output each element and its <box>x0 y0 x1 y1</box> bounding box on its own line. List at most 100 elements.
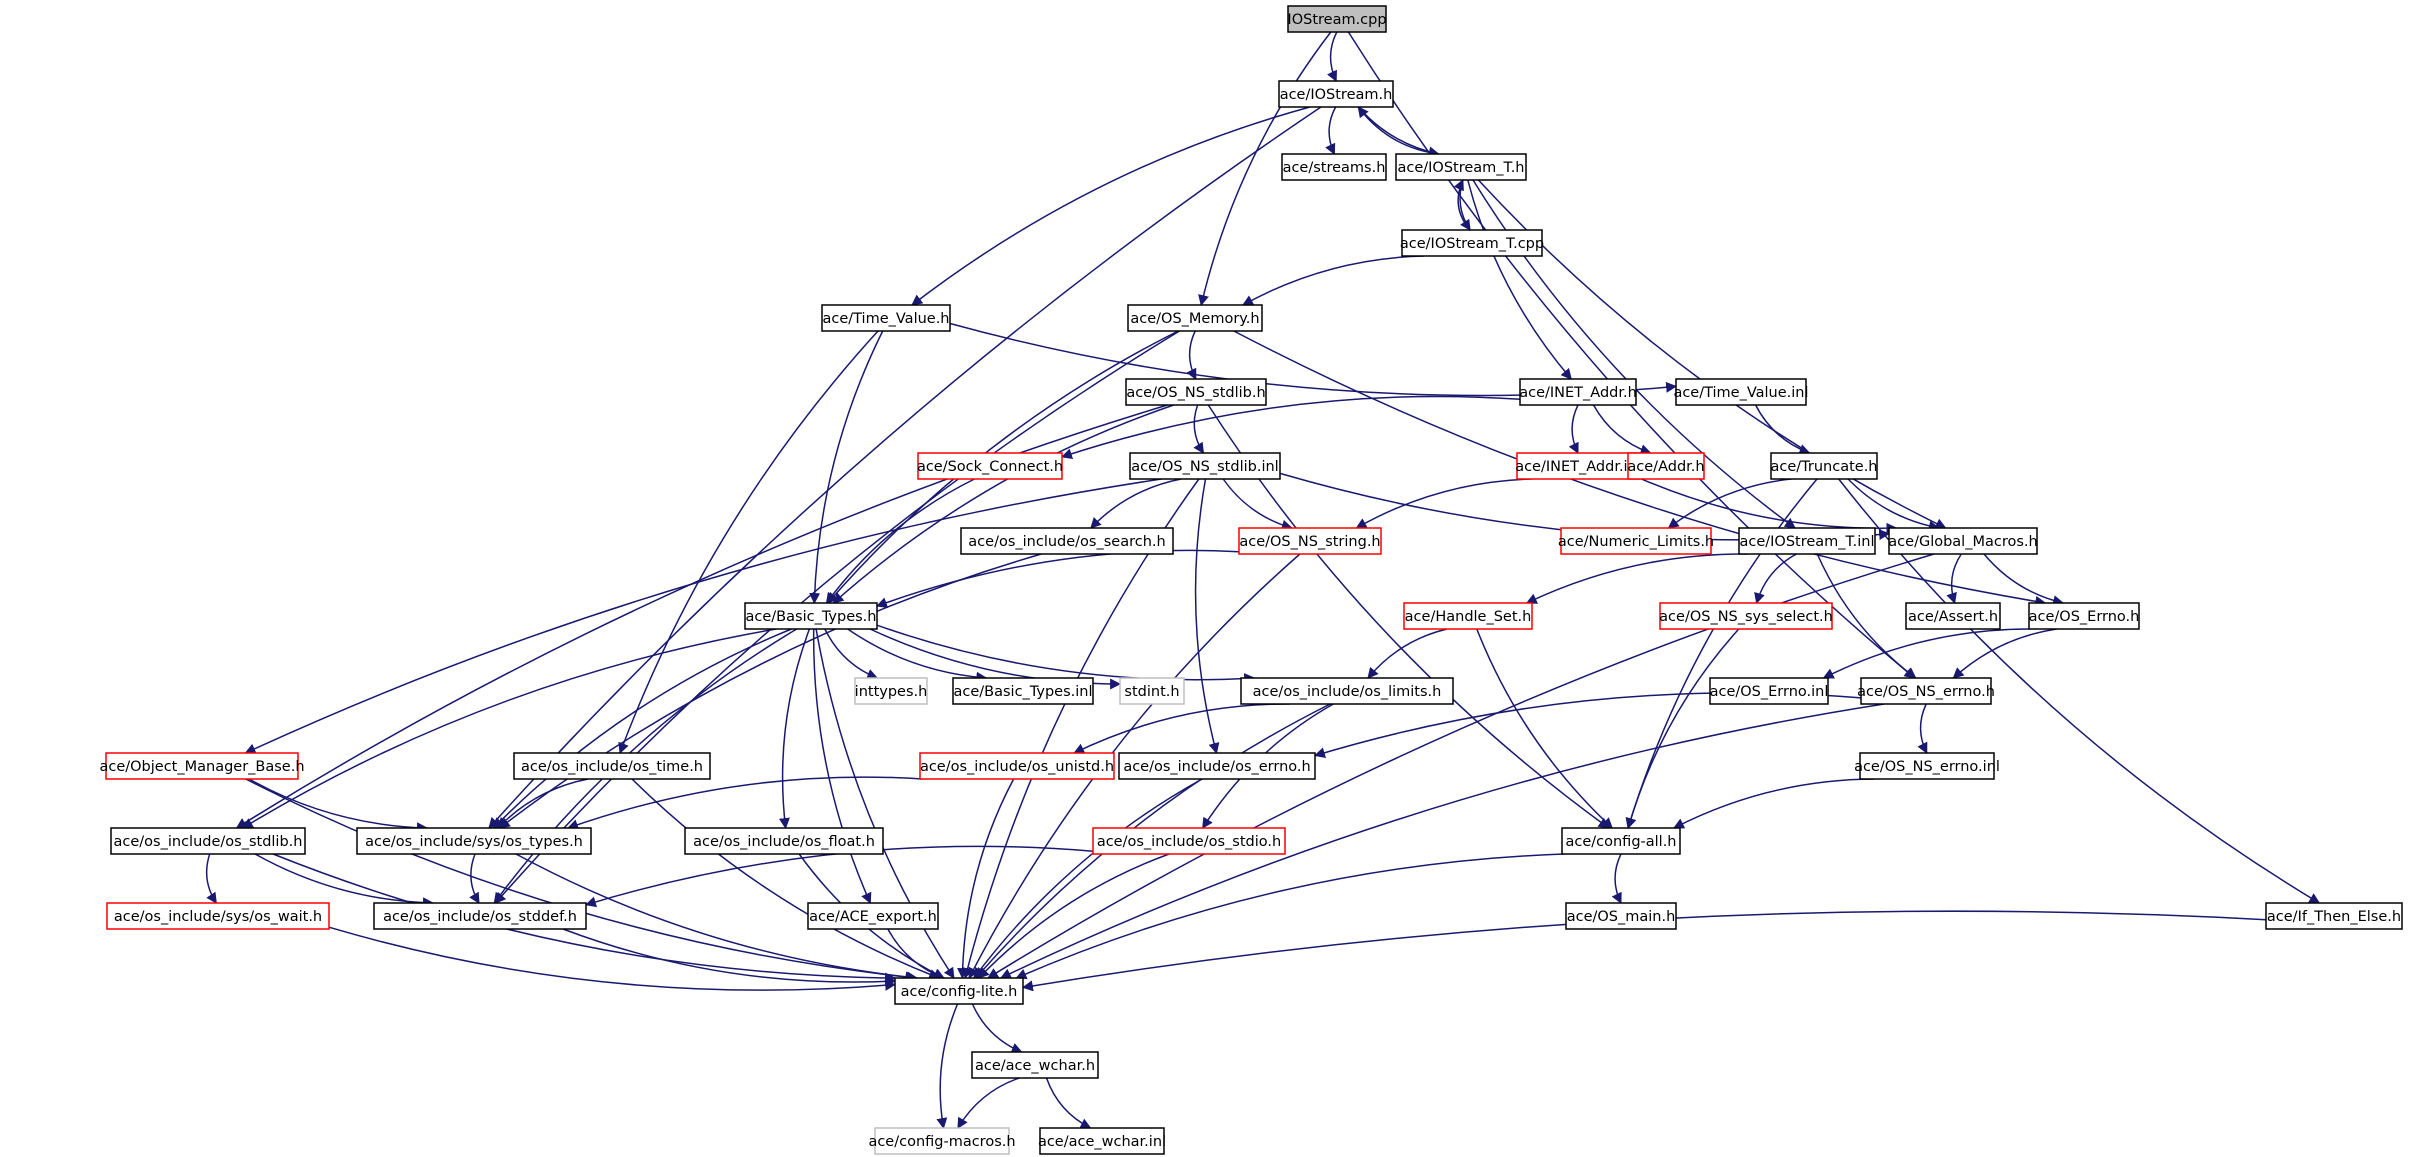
node-assert_h[interactable]: ace/Assert.h <box>1905 602 2001 630</box>
node-label: ace/Time_Value.h <box>822 311 949 327</box>
node-os_ns_stdlib_inl[interactable]: ace/OS_NS_stdlib.inl <box>1129 452 1281 480</box>
node-inttypes_h[interactable]: inttypes.h <box>854 677 928 705</box>
node-time_value_h[interactable]: ace/Time_Value.h <box>821 304 951 332</box>
node-os_types_h[interactable]: ace/os_include/sys/os_types.h <box>356 827 592 855</box>
node-stdint_h[interactable]: stdint.h <box>1119 677 1185 705</box>
node-os_limits_h[interactable]: ace/os_include/os_limits.h <box>1240 677 1454 705</box>
edge-iostream_h-to-time_value_h <box>911 106 1311 306</box>
node-os_errno_inl[interactable]: ace/OS_Errno.inl <box>1709 677 1829 705</box>
node-addr_h[interactable]: ace/Addr.h <box>1627 452 1705 480</box>
node-inet_addr_inl[interactable]: ace/INET_Addr.inl <box>1515 452 1641 480</box>
node-iostream_t_inl[interactable]: ace/IOStream_T.inl <box>1738 527 1876 555</box>
edge-os_ns_errno_inl-to-config_all_h <box>1673 778 1875 829</box>
edge-os_ns_errno_h-to-os_ns_errno_inl <box>1917 703 1928 754</box>
edge-inet_addr_inl-to-os_ns_string_h <box>1355 478 1532 529</box>
node-box <box>744 602 878 630</box>
edge-time_value_h-to-basic_types_h <box>809 330 884 605</box>
node-if_then_else_h[interactable]: ace/If_Then_Else.h <box>2265 902 2403 930</box>
node-os_memory_h[interactable]: ace/OS_Memory.h <box>1127 304 1263 332</box>
edge-truncate_h-to-global_macros_h <box>1847 478 1940 532</box>
node-box <box>1118 752 1316 780</box>
node-box <box>807 902 939 930</box>
edge-os_stdlib_h-to-config_lite_h <box>272 853 897 984</box>
node-label: ace/config-macros.h <box>868 1134 1015 1150</box>
node-label: ace/If_Then_Else.h <box>2267 909 2401 925</box>
edge-config_lite_h-to-ace_wchar_h <box>971 1003 1023 1054</box>
node-label: ace/Assert.h <box>1908 609 1998 625</box>
node-label: ace/Object_Manager_Base.h <box>99 759 304 775</box>
edge-os_limits_h-to-config_lite_h <box>975 703 1331 979</box>
node-basic_types_inl[interactable]: ace/Basic_Types.inl <box>952 677 1094 705</box>
node-os_time_h[interactable]: ace/os_include/os_time.h <box>513 752 711 780</box>
node-os_search_h[interactable]: ace/os_include/os_search.h <box>960 527 1174 555</box>
node-os_ns_errno_inl[interactable]: ace/OS_NS_errno.inl <box>1854 752 2000 780</box>
edge-inet_addr_h-to-addr_h <box>1592 404 1652 455</box>
edge-global_macros_h-to-os_errno_h <box>1983 553 2065 607</box>
node-global_macros_h[interactable]: ace/Global_Macros.h <box>1888 527 2038 555</box>
edge-config_all_h-to-os_main_h <box>1611 853 1622 904</box>
edge-config_all_h-to-config_lite_h <box>1015 853 1564 980</box>
edge-os_unistd_h-to-config_lite_h <box>957 778 1015 980</box>
node-sock_connect_h[interactable]: ace/Sock_Connect.h <box>917 452 1063 480</box>
node-os_ns_errno_h[interactable]: ace/OS_NS_errno.h <box>1857 677 1995 705</box>
node-label: ace/os_include/os_errno.h <box>1123 759 1310 775</box>
edge-os_memory_h-to-os_errno_h <box>1233 330 2047 607</box>
node-os_wait_h[interactable]: ace/os_include/sys/os_wait.h <box>106 902 330 930</box>
node-ace_wchar_inl[interactable]: ace/ace_wchar.inl <box>1038 1127 1166 1155</box>
edge-os_limits_h-to-os_unistd_h <box>1073 703 1290 754</box>
node-label: ace/IOStream.h <box>1280 87 1393 103</box>
node-iostream_t_cpp[interactable]: ace/IOStream_T.cpp <box>1400 229 1544 257</box>
node-handle_set_h[interactable]: ace/Handle_Set.h <box>1403 602 1533 630</box>
node-os_main_h[interactable]: ace/OS_main.h <box>1565 902 1677 930</box>
node-label: ace/IOStream_T.cpp <box>1400 236 1544 252</box>
node-box <box>854 677 928 705</box>
node-os_stdlib_h[interactable]: ace/os_include/os_stdlib.h <box>110 827 306 855</box>
node-label: ace/INET_Addr.inl <box>1515 459 1641 475</box>
node-iostream_t_h[interactable]: ace/IOStream_T.h <box>1395 153 1527 181</box>
edge-os_memory_h-to-os_stddef_h <box>494 330 1180 904</box>
node-os_ns_sys_select_h[interactable]: ace/OS_NS_sys_select.h <box>1659 602 1833 630</box>
node-label: ace/os_include/os_stdio.h <box>1097 834 1281 850</box>
node-iostream_h[interactable]: ace/IOStream.h <box>1278 80 1394 108</box>
edge-os_types_h-to-config_lite_h <box>515 853 919 983</box>
edge-basic_types_h-to-os_stdlib_h <box>241 628 777 829</box>
node-os_errno_inc_h[interactable]: ace/os_include/os_errno.h <box>1118 752 1316 780</box>
node-box <box>2028 602 2140 630</box>
node-os_unistd_h[interactable]: ace/os_include/os_unistd.h <box>919 752 1115 780</box>
node-box <box>894 977 1024 1005</box>
node-numeric_limits_h[interactable]: ace/Numeric_Limits.h <box>1558 527 1714 555</box>
node-streams_h[interactable]: ace/streams.h <box>1281 153 1387 181</box>
node-box <box>874 1127 1010 1155</box>
edge-os_ns_stdlib_inl-to-os_search_h <box>1090 478 1182 529</box>
node-truncate_h[interactable]: ace/Truncate.h <box>1770 452 1878 480</box>
node-os_errno_h[interactable]: ace/OS_Errno.h <box>2028 602 2140 630</box>
node-ace_wchar_h[interactable]: ace/ace_wchar.h <box>971 1051 1099 1079</box>
node-box <box>1278 80 1394 108</box>
node-os_stdio_h[interactable]: ace/os_include/os_stdio.h <box>1092 827 1286 855</box>
node-label: ace/Handle_Set.h <box>1405 609 1532 625</box>
node-label: ace/OS_Errno.inl <box>1710 684 1829 700</box>
edge-os_ns_errno_h-to-config_lite_h <box>999 703 1885 979</box>
node-label: ace/Basic_Types.inl <box>953 684 1092 700</box>
node-os_stddef_h[interactable]: ace/os_include/os_stddef.h <box>373 902 587 930</box>
node-box <box>952 677 1094 705</box>
node-inet_addr_h[interactable]: ace/INET_Addr.h <box>1519 378 1637 406</box>
node-iostream_cpp[interactable]: IOStream.cpp <box>1287 5 1387 33</box>
node-label: ace/OS_NS_errno.inl <box>1854 759 2000 775</box>
node-config_macros_h[interactable]: ace/config-macros.h <box>868 1127 1016 1155</box>
node-label: ace/config-lite.h <box>901 984 1018 1000</box>
node-config_lite_h[interactable]: ace/config-lite.h <box>894 977 1024 1005</box>
edge-iostream_h-to-streams_h <box>1325 106 1337 155</box>
edge-os_ns_stdlib_inl-to-object_manager_base_h <box>244 478 1162 754</box>
node-os_float_h[interactable]: ace/os_include/os_float.h <box>684 827 884 855</box>
node-time_value_inl[interactable]: ace/Time_Value.inl <box>1673 378 1809 406</box>
node-basic_types_h[interactable]: ace/Basic_Types.h <box>744 602 878 630</box>
node-ace_export_h[interactable]: ace/ACE_export.h <box>807 902 939 930</box>
node-config_all_h[interactable]: ace/config-all.h <box>1561 827 1681 855</box>
node-label: ace/Time_Value.inl <box>1673 385 1808 401</box>
node-object_manager_base_h[interactable]: ace/Object_Manager_Base.h <box>99 752 305 780</box>
edge-os_wait_h-to-config_lite_h <box>328 926 897 991</box>
node-box <box>1287 5 1387 33</box>
node-os_ns_string_h[interactable]: ace/OS_NS_string.h <box>1238 527 1382 555</box>
node-os_ns_stdlib_h[interactable]: ace/OS_NS_stdlib.h <box>1125 378 1267 406</box>
